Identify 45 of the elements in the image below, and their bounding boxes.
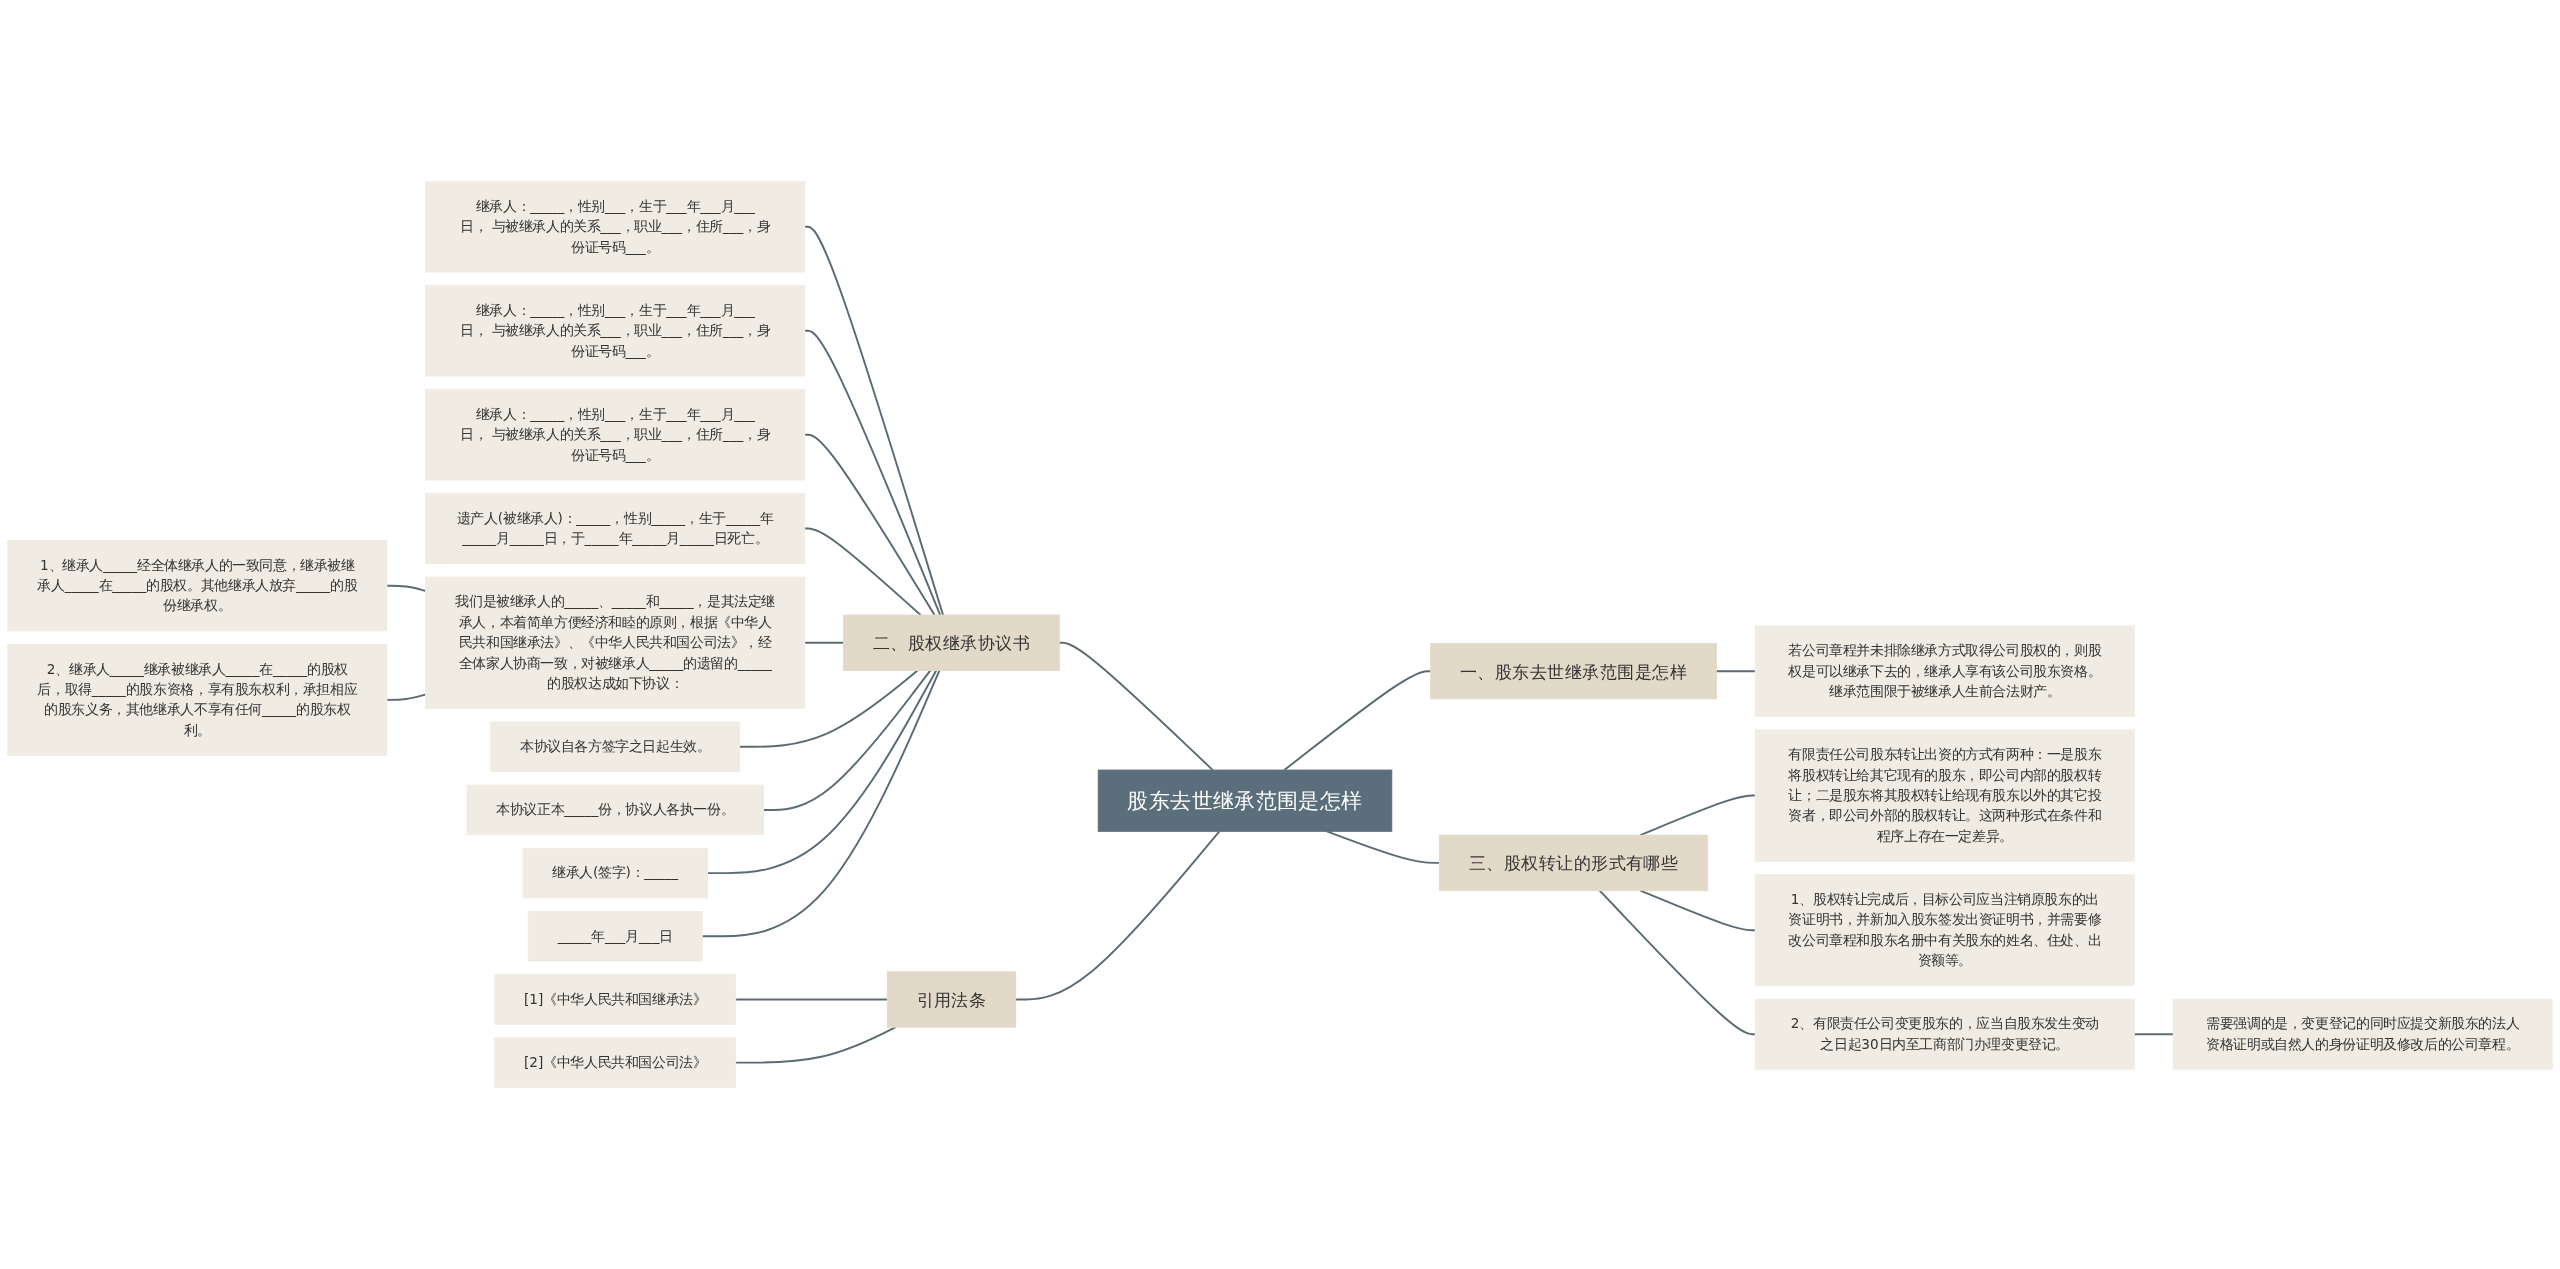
node-box: 遗产人(被继承人)：_____，性别_____，生于_____年_____月_____日，于_____年_____月_____日死亡。 bbox=[425, 493, 806, 565]
node-box: 继承人：_____，性别___，生于___年___月___日， 与被继承人的关系___，职业___，住所___，身份证号码___。 bbox=[425, 389, 806, 481]
connector bbox=[1715, 670, 1757, 673]
node-box: _____年___月___日 bbox=[527, 911, 703, 962]
node-box: 需要强调的是，变更登记的同时应提交新股东的法人资格证明或自然人的身份证明及修改后的公司章程。 bbox=[2172, 998, 2553, 1070]
connector bbox=[803, 225, 944, 617]
node-box: 本协议自各方签字之日起生效。 bbox=[490, 721, 741, 773]
connector bbox=[2133, 1033, 2175, 1036]
connector bbox=[1639, 889, 1757, 932]
node-box: [2]《中华人民共和国公司法》 bbox=[494, 1037, 737, 1088]
connector bbox=[385, 693, 427, 701]
connector bbox=[803, 641, 845, 644]
connector bbox=[738, 669, 919, 748]
connector bbox=[803, 329, 942, 617]
connector bbox=[385, 584, 427, 592]
connector bbox=[1058, 641, 1214, 772]
connector bbox=[1325, 830, 1441, 864]
node-box: 三、股权转让的形式有哪些 bbox=[1438, 834, 1709, 892]
connector bbox=[1283, 670, 1432, 772]
node-box: 二、股权继承协议书 bbox=[843, 614, 1060, 671]
connector bbox=[803, 433, 936, 617]
node-box: 一、股东去世继承范围是怎样 bbox=[1430, 643, 1717, 700]
node-box: 1、股权转让完成后，目标公司应当注销原股东的出资证明书，并新加入股东签发出资证明书，并需要修改公司章程和股东名册中有关股东的姓名、住处、出资额等。 bbox=[1754, 874, 2135, 987]
connector bbox=[1014, 830, 1221, 1001]
node-box: [1]《中华人民共和国继承法》 bbox=[494, 974, 737, 1025]
node-box: 我们是被继承人的_____、_____和_____，是其法定继承人，本着简单方便经济和睦的原则，根据《中华人民共和国继承法》、《中华人民共和国公司法》，经全体家人协商一致，对被继承人_____的遗留的_____的股权达成如下协议： bbox=[425, 576, 806, 709]
node-box: 2、有限责任公司变更股东的，应当自股东发生变动之日起30日内至工商部门办理变更登记。 bbox=[1754, 998, 2135, 1070]
connector bbox=[1639, 794, 1757, 837]
node-box: 引用法条 bbox=[886, 971, 1017, 1028]
node-box: 1、继承人_____经全体继承人的一致同意，继承被继承人_____在_____的股权。其他继承人放弃_____的股份继承权。 bbox=[7, 540, 388, 632]
node-box: 继承人：_____，性别___，生于___年___月___日， 与被继承人的关系___，职业___，住所___，身份证号码___。 bbox=[425, 181, 806, 273]
node-box: 本协议正本_____份，协议人各执一份。 bbox=[466, 784, 764, 836]
connector bbox=[803, 527, 922, 617]
connector bbox=[762, 669, 932, 811]
node-box: 若公司章程并未排除继承方式取得公司股权的，则股权是可以继承下去的，继承人享有该公司股东资格。继承范围限于被继承人生前合法财产。 bbox=[1754, 625, 2135, 717]
connector bbox=[1598, 889, 1757, 1036]
node-box: 继承人(签字)：_____ bbox=[522, 847, 708, 899]
node-box: 2、继承人_____继承被继承人_____在_____的股权后，取得_____的股东资格，享有股东权利，承担相应的股东义务，其他继承人不享有任何_____的股东权利。 bbox=[7, 643, 388, 756]
node-box: 股东去世继承范围是怎样 bbox=[1097, 769, 1393, 832]
connector bbox=[701, 669, 941, 938]
node-box: 有限责任公司股东转让出资的方式有两种：一是股东将股权转让给其它现有的股东，即公司内部的股权转让；二是股东将其股权转让给现有股东以外的其它投资者，即公司外部的股权转让。这两种形式在条件和程序上存在一定差异。 bbox=[1754, 729, 2135, 862]
connector bbox=[706, 669, 938, 875]
connector bbox=[734, 1026, 897, 1064]
connector bbox=[734, 998, 889, 1001]
node-box: 继承人：_____，性别___，生于___年___月___日， 与被继承人的关系___，职业___，住所___，身份证号码___。 bbox=[425, 285, 806, 377]
